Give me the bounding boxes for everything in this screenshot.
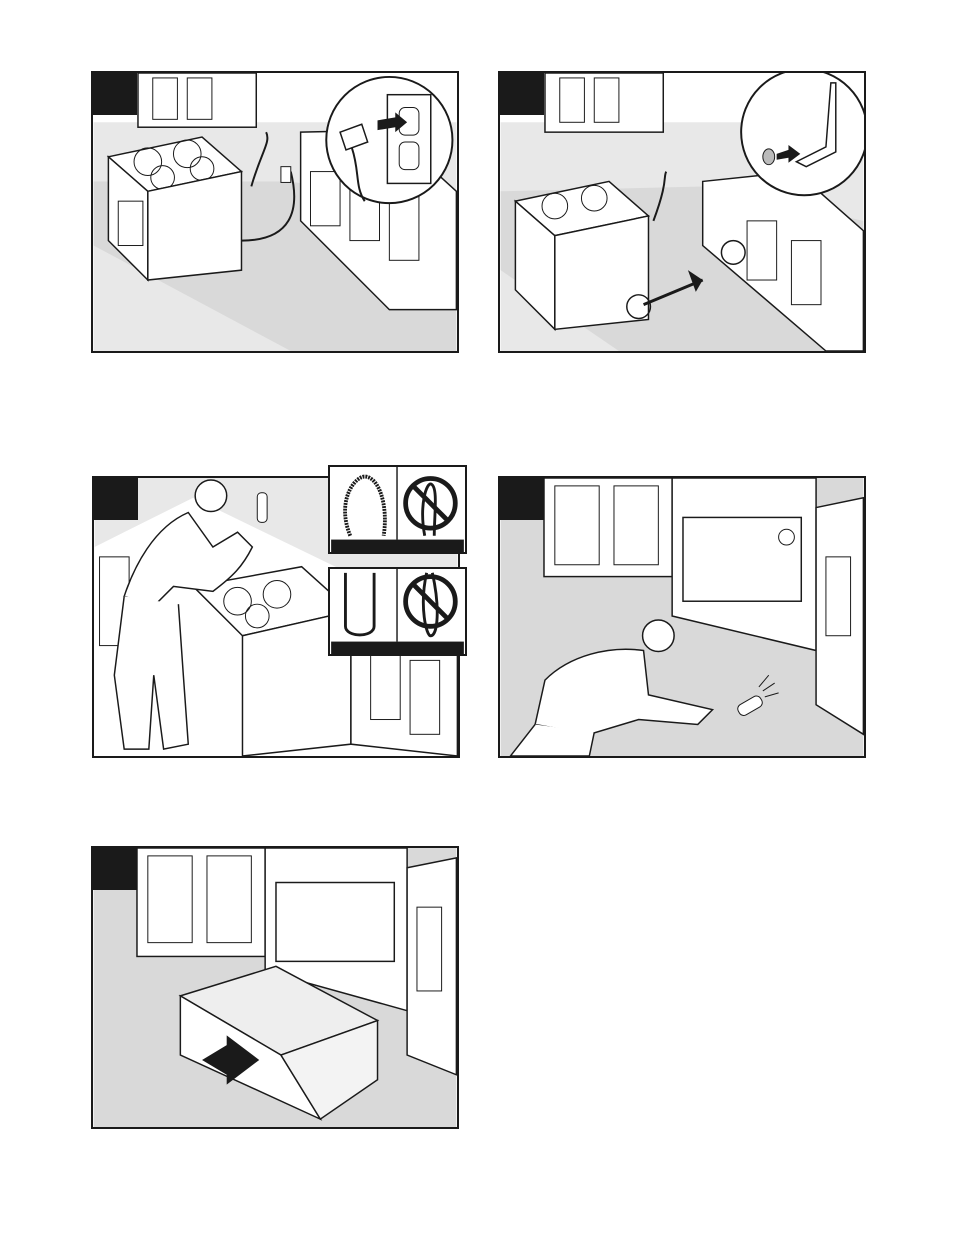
step-number-badge (500, 73, 544, 115)
step-number-badge (500, 478, 544, 520)
step-5-panel (91, 846, 459, 1129)
step-4-panel (498, 476, 866, 758)
step-1-panel (91, 71, 459, 353)
hose-straight-vs-twisted-inset (328, 567, 467, 656)
hose-correct-vs-kinked-inset (328, 465, 467, 554)
prohibited-sign-icon (330, 569, 465, 654)
step-number-badge (93, 73, 137, 115)
anti-tip-bracket-illustration (500, 73, 864, 351)
replace-drawer-illustration (93, 848, 457, 1127)
step-2-panel (498, 71, 866, 353)
step-number-badge (94, 478, 138, 520)
step-number-badge (93, 848, 137, 890)
coiled-hose-icon (330, 467, 465, 552)
inspect-under-range-illustration (500, 478, 864, 756)
plug-outlet-illustration (93, 73, 457, 351)
